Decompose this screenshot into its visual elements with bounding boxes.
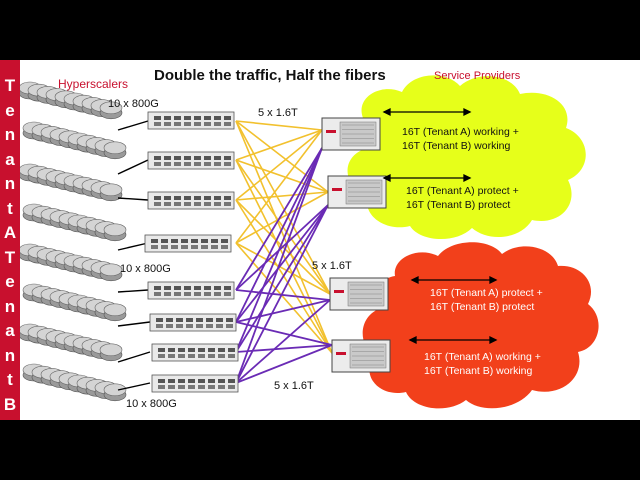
transponder-1	[321, 117, 381, 151]
transponder-2	[327, 175, 387, 209]
switch-1	[147, 111, 235, 130]
sidebar-letter: T	[4, 76, 16, 95]
sidebar-letter: e	[5, 272, 15, 291]
router-icon	[103, 223, 127, 242]
red-cloud-node2-line2: 16T (Tenant B) working	[424, 365, 533, 377]
ethernet-switches	[144, 111, 239, 393]
rate-label-5x16t-top: 5 x 1.6T	[258, 107, 298, 119]
switch-6	[149, 313, 237, 332]
sidebar-letter: n	[4, 296, 16, 316]
red-cloud-node1-line1: 16T (Tenant A) protect +	[430, 287, 543, 299]
sidebar-letter: t	[7, 370, 13, 389]
transponder-4	[331, 339, 391, 373]
sidebar-letter: n	[4, 174, 16, 193]
rate-label-10x800g-top: 10 x 800G	[108, 98, 159, 110]
sidebar-letter: a	[5, 321, 15, 340]
sidebar-letter: B	[3, 394, 17, 414]
switch-8	[151, 374, 239, 393]
red-cloud-node1-line2: 16T (Tenant B) protect	[430, 301, 535, 313]
switch-4	[144, 234, 232, 253]
router-icon	[99, 343, 123, 362]
router-icon	[103, 141, 127, 160]
sidebar-letter: e	[5, 100, 15, 120]
router-icon	[99, 101, 123, 120]
sidebar-letter: A	[3, 223, 17, 242]
yellow-cloud-node1-line1: 16T (Tenant A) working +	[402, 126, 519, 138]
rate-label-5x16t-mid: 5 x 1.6T	[312, 260, 352, 272]
sidebar-letter: t	[7, 198, 13, 218]
router-icon	[103, 303, 127, 322]
switch-3	[147, 191, 235, 210]
router-icon	[99, 263, 123, 282]
hyperscaler-link-arrows	[117, 120, 151, 391]
sidebar-letter: a	[5, 149, 15, 169]
rate-label-5x16t-bottom: 5 x 1.6T	[274, 380, 314, 392]
yellow-cloud-node2-line2: 16T (Tenant B) protect	[406, 199, 511, 211]
hyperscaler-router-clusters	[18, 81, 127, 402]
rate-label-10x800g-mid: 10 x 800G	[120, 263, 171, 275]
yellow-cloud-node2-line1: 16T (Tenant A) protect +	[406, 185, 519, 197]
service-providers-label: Service Providers	[434, 70, 521, 82]
rate-label-10x800g-bottom: 10 x 800G	[126, 398, 177, 410]
router-icon	[99, 183, 123, 202]
slide-title: Double the traffic, Half the fibers	[154, 67, 386, 84]
sidebar-letter: n	[4, 345, 16, 365]
sidebar-letter: T	[4, 247, 16, 267]
yellow-cloud	[347, 75, 586, 240]
sidebar-letter: n	[4, 125, 16, 144]
tenant-b-links	[235, 147, 333, 384]
router-icon	[103, 383, 127, 402]
red-cloud-node2-line1: 16T (Tenant A) working +	[424, 351, 541, 363]
transponder-3	[329, 277, 389, 311]
red-cloud	[362, 242, 599, 409]
yellow-cloud-node1-line2: 16T (Tenant B) working	[402, 140, 511, 152]
switch-2	[147, 151, 235, 170]
switch-5	[147, 281, 235, 300]
hyperscalers-label: Hyperscalers	[58, 77, 129, 91]
optical-transponders	[321, 117, 391, 373]
cloud-link-arrows	[382, 107, 498, 345]
switch-7	[151, 343, 239, 362]
